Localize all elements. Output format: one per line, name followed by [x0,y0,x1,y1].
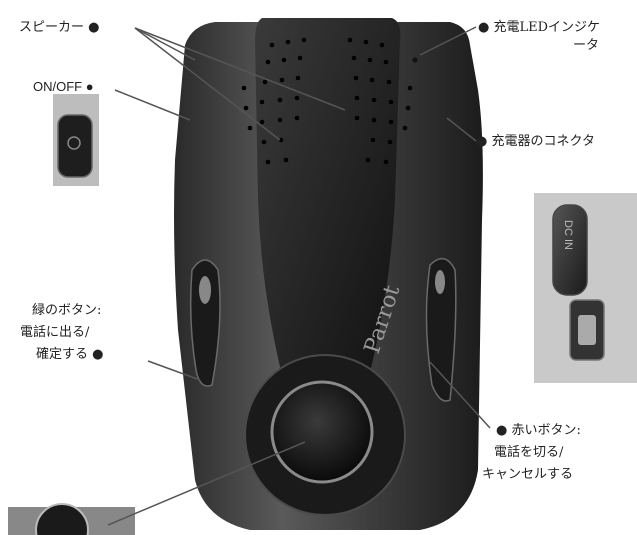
button-inset [8,503,135,535]
label-led-line2: ータ [573,38,600,53]
front-panel [255,18,401,440]
label-green-line1: 緑のボタン: [32,303,102,318]
red-button [435,270,445,294]
speaker-grille [241,37,413,165]
label-connector: ● 充電器のコネクタ [476,134,595,149]
left-groove [189,259,221,387]
label-red-line2: 電話を切る/ [494,445,564,460]
led-indicator [412,57,418,63]
label-red-line1: ● 赤いボタン: [496,423,581,438]
green-button [199,276,211,304]
svg-text:DC IN: DC IN [562,220,574,250]
leader-lines [107,26,491,526]
label-speaker: スピーカー ● [19,20,100,35]
onoff-inset [53,94,99,186]
label-green-button: 緑のボタン: 電話に出る/ 確定する ● [20,300,103,366]
dcin-inset: DC IN [534,193,637,383]
label-red-button: ● 赤いボタン: 電話を切る/ キャンセルする [482,420,581,486]
label-onoff: ON/OFF ● [33,79,94,94]
label-led-line1: ● 充電LEDインジケ [478,20,601,35]
main-button [270,380,374,484]
label-green-line3: 確定する ● [36,347,104,362]
label-led-indicator: ● 充電LEDインジケ ータ [478,19,600,55]
label-green-line2: 電話に出る/ [20,325,90,340]
label-red-line3: キャンセルする [482,467,574,482]
